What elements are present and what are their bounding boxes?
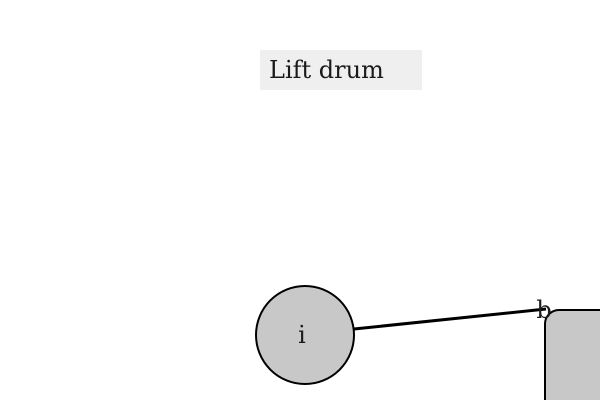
node-i-label: i [298,321,306,349]
node-b-label: b [536,296,551,324]
diagram-title: Lift drum [260,50,422,90]
node-i[interactable] [255,285,355,385]
edge-i-b [353,307,547,331]
node-b[interactable] [544,309,600,400]
